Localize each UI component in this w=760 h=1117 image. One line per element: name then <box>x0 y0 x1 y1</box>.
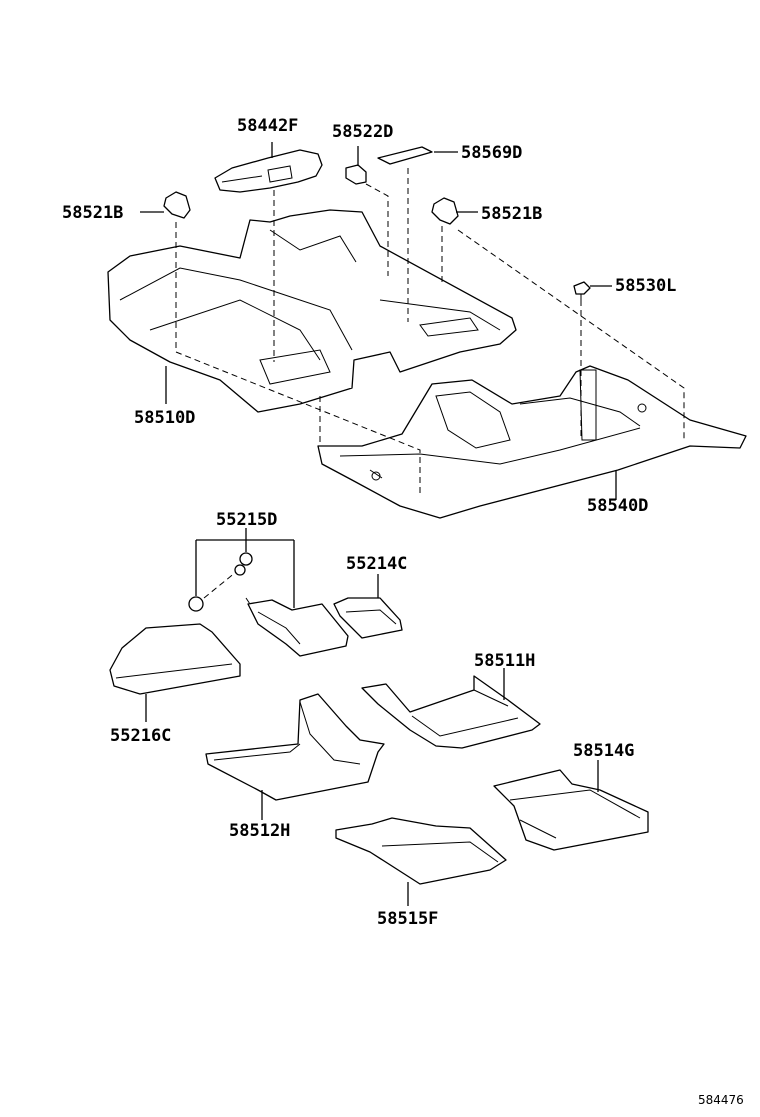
part-58521B-right[interactable] <box>431 197 459 225</box>
label-55214C: 55214C <box>346 554 407 574</box>
part-55215D-mat[interactable] <box>247 599 349 657</box>
label-58442F: 58442F <box>237 116 298 136</box>
label-55216C: 55216C <box>110 726 171 746</box>
part-58514G[interactable] <box>493 769 649 851</box>
label-58511H: 58511H <box>474 651 535 671</box>
label-58569D: 58569D <box>461 143 522 163</box>
label-58512H: 58512H <box>229 821 290 841</box>
part-58530L[interactable] <box>573 281 591 300</box>
assembly-lines-upper <box>175 168 685 494</box>
part-58515F[interactable] <box>335 817 507 885</box>
part-58521B-left[interactable] <box>163 191 191 219</box>
part-58510D[interactable] <box>107 209 517 413</box>
part-55216C[interactable] <box>109 623 241 695</box>
label-58522D: 58522D <box>332 122 393 142</box>
part-58511H[interactable] <box>361 675 541 749</box>
label-58510D: 58510D <box>134 408 195 428</box>
part-58569D[interactable] <box>377 146 433 165</box>
part-58522D[interactable] <box>345 164 367 185</box>
part-58540D[interactable] <box>317 365 747 519</box>
label-58521B-left: 58521B <box>62 203 123 223</box>
label-58530L: 58530L <box>615 276 676 296</box>
assembly-lines-55215D <box>203 571 251 605</box>
diagram-reference-number: 584476 <box>698 1093 744 1107</box>
label-58521B-right: 58521B <box>481 204 542 224</box>
label-58515F: 58515F <box>377 909 438 929</box>
part-55214C[interactable] <box>333 597 403 639</box>
part-58442F[interactable] <box>214 149 323 193</box>
label-58514G: 58514G <box>573 741 634 761</box>
part-58512H[interactable] <box>205 693 385 801</box>
label-58540D: 58540D <box>587 496 648 516</box>
part-55215D[interactable] <box>188 552 253 612</box>
label-55215D: 55215D <box>216 510 277 530</box>
leader-55215D <box>195 528 295 608</box>
